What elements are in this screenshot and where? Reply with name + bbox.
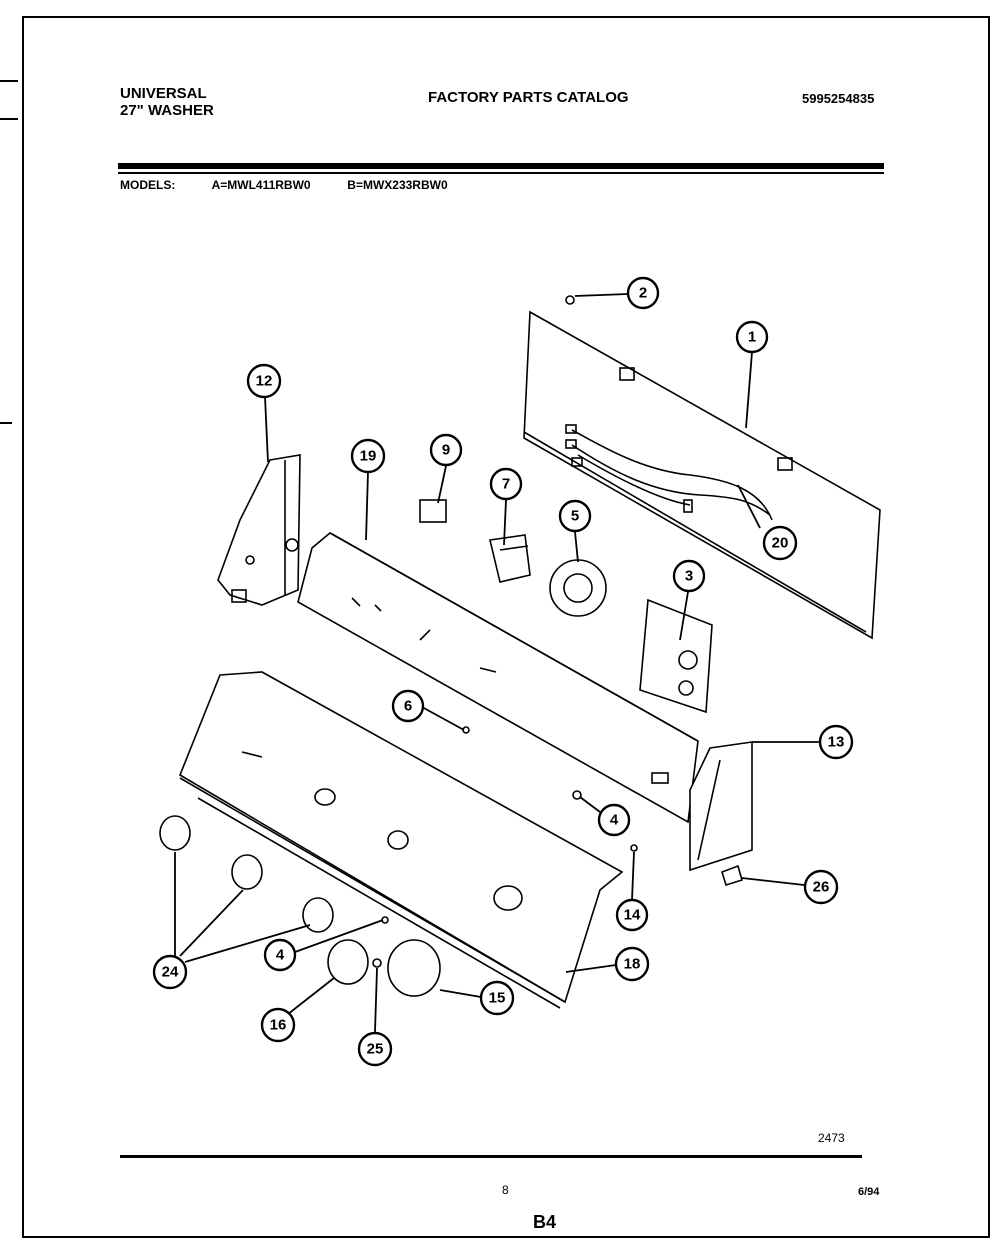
svg-text:14: 14 bbox=[624, 907, 641, 924]
models-line: MODELS: A=MWL411RBW0 B=MWX233RBW0 bbox=[120, 178, 448, 192]
end-cap-13 bbox=[689, 741, 753, 872]
revision-date: 6/94 bbox=[858, 1186, 880, 1198]
svg-text:5: 5 bbox=[571, 508, 579, 525]
header-brand: UNIVERSAL bbox=[120, 85, 207, 102]
timer-3 bbox=[639, 598, 713, 714]
callout-18: 18 bbox=[614, 946, 650, 982]
footer-rule bbox=[120, 1155, 862, 1158]
callout-24: 24 bbox=[152, 954, 188, 990]
control-console bbox=[297, 532, 699, 824]
margin-tick bbox=[0, 80, 18, 82]
switch-9 bbox=[419, 499, 447, 523]
models-label: MODELS: bbox=[120, 178, 176, 192]
screw-25 bbox=[372, 958, 382, 968]
svg-text:7: 7 bbox=[502, 476, 510, 493]
margin-tick bbox=[0, 118, 18, 120]
callout-4a: 4 bbox=[597, 803, 631, 837]
drawing-code: 2473 bbox=[818, 1131, 845, 1145]
svg-text:18: 18 bbox=[624, 956, 641, 973]
catalog-number: 5995254835 bbox=[802, 91, 875, 106]
control-panel-front bbox=[179, 671, 624, 1009]
page-frame bbox=[22, 16, 990, 1238]
svg-text:9: 9 bbox=[442, 442, 450, 459]
header-product: 27" WASHER bbox=[120, 102, 214, 119]
callout-16: 16 bbox=[260, 1007, 296, 1043]
page-title: FACTORY PARTS CATALOG bbox=[428, 89, 629, 106]
header-rule bbox=[118, 163, 884, 169]
model-b: B=MWX233RBW0 bbox=[347, 178, 448, 192]
callout-3: 3 bbox=[672, 559, 706, 593]
screw-14 bbox=[630, 844, 638, 852]
callout-5: 5 bbox=[558, 499, 592, 533]
timer-bracket bbox=[217, 454, 301, 606]
svg-text:26: 26 bbox=[813, 879, 830, 896]
callout-26: 26 bbox=[803, 869, 839, 905]
callout-7: 7 bbox=[489, 467, 523, 501]
screw-4a bbox=[572, 790, 582, 800]
callout-15: 15 bbox=[479, 980, 515, 1016]
header-brand-block: UNIVERSAL 27" WASHER bbox=[120, 85, 214, 119]
svg-text:15: 15 bbox=[489, 990, 506, 1007]
dial-15 bbox=[387, 939, 441, 997]
section-code: B4 bbox=[533, 1212, 557, 1232]
callout-2: 2 bbox=[626, 276, 660, 310]
header-rule-thin bbox=[118, 172, 884, 174]
svg-text:6: 6 bbox=[404, 698, 412, 715]
callout-9: 9 bbox=[429, 433, 463, 467]
svg-text:1: 1 bbox=[748, 329, 756, 346]
model-a: A=MWL411RBW0 bbox=[211, 178, 311, 192]
wire-harness bbox=[565, 424, 773, 521]
leader-lines bbox=[174, 293, 820, 1033]
svg-text:13: 13 bbox=[828, 734, 845, 751]
page-number: 8 bbox=[502, 1183, 509, 1197]
svg-text:24: 24 bbox=[162, 964, 179, 981]
svg-text:4: 4 bbox=[276, 947, 285, 964]
svg-text:4: 4 bbox=[610, 812, 619, 829]
callout-19: 19 bbox=[350, 438, 386, 474]
svg-text:25: 25 bbox=[367, 1041, 384, 1058]
callout-25: 25 bbox=[357, 1031, 393, 1067]
svg-text:20: 20 bbox=[772, 535, 789, 552]
callout-6: 6 bbox=[391, 689, 425, 723]
switch-7 bbox=[489, 534, 531, 583]
callout-1: 1 bbox=[735, 320, 769, 354]
pressure-switch-5 bbox=[549, 559, 607, 617]
svg-text:12: 12 bbox=[256, 373, 273, 390]
callout-14: 14 bbox=[615, 898, 649, 932]
callout-12: 12 bbox=[246, 363, 282, 399]
svg-text:19: 19 bbox=[360, 448, 377, 465]
margin-tick bbox=[0, 422, 12, 424]
screw-2 bbox=[565, 295, 575, 305]
callout-13: 13 bbox=[818, 724, 854, 760]
knobs-24 bbox=[159, 815, 334, 933]
clip-26 bbox=[721, 864, 743, 887]
knob-16 bbox=[327, 939, 369, 985]
callout-4b: 4 bbox=[263, 938, 297, 972]
svg-text:2: 2 bbox=[639, 285, 647, 302]
svg-text:16: 16 bbox=[270, 1017, 287, 1034]
callout-20: 20 bbox=[762, 525, 798, 561]
svg-text:3: 3 bbox=[685, 568, 693, 585]
